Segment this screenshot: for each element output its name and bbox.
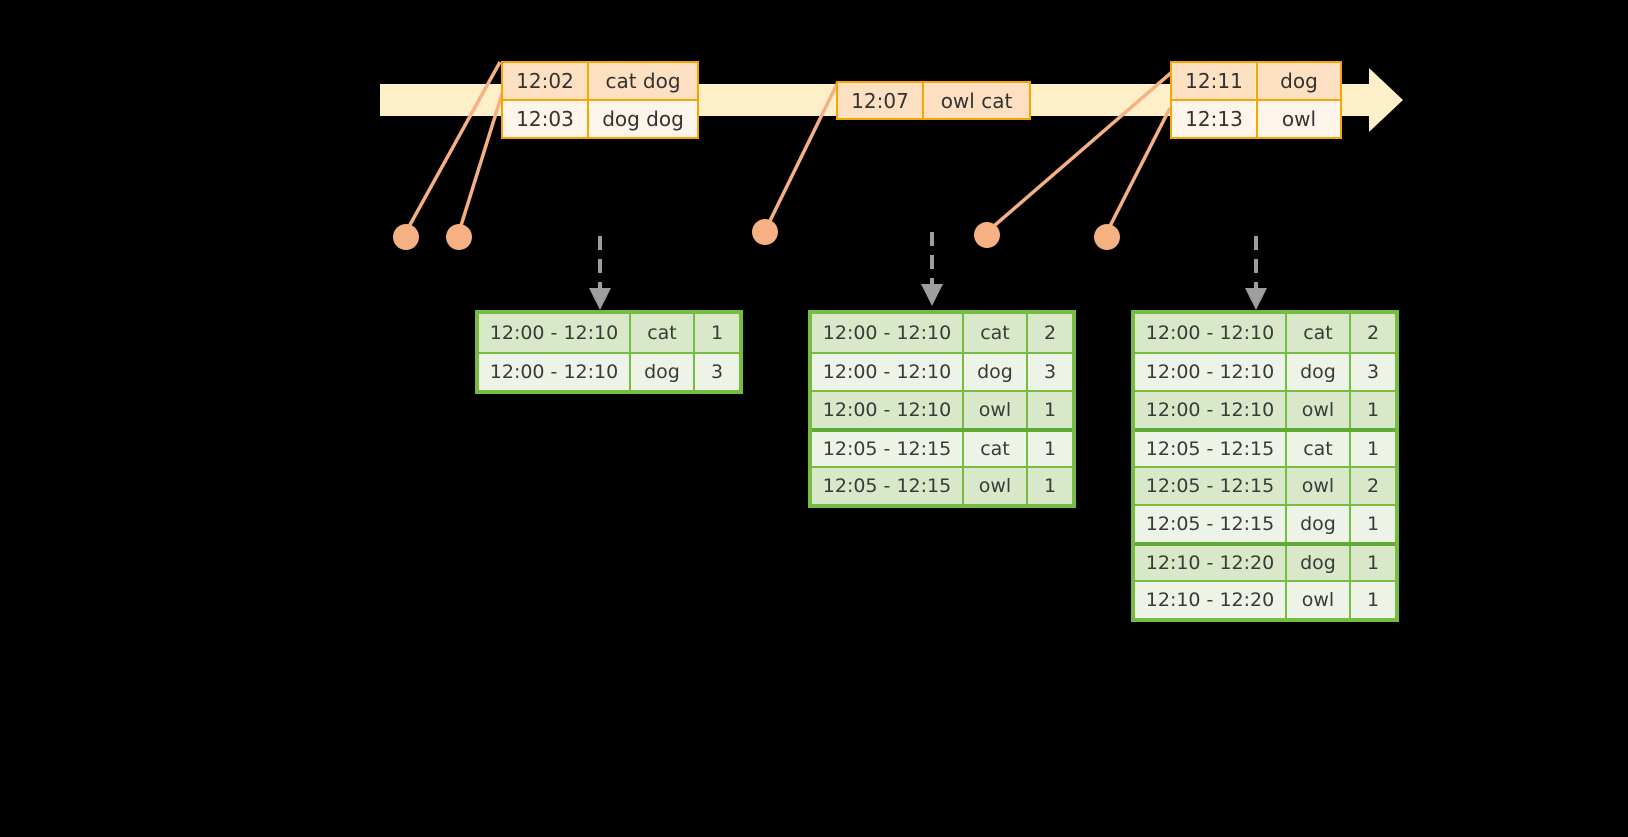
event-marker-5[interactable] xyxy=(1094,224,1120,250)
cell-word: dog xyxy=(1287,506,1351,542)
event-row[interactable]: 12:07 owl cat xyxy=(838,83,1029,118)
cell-window: 12:00 - 12:10 xyxy=(812,354,964,390)
cell-word: dog xyxy=(1287,354,1351,390)
cell-word: owl xyxy=(1287,582,1351,618)
cell-count: 1 xyxy=(1028,392,1072,428)
cell-count: 1 xyxy=(1351,506,1395,542)
cell-window: 12:00 - 12:10 xyxy=(1135,392,1287,428)
event-row[interactable]: 12:11 dog xyxy=(1172,63,1340,99)
cell-window: 12:00 - 12:10 xyxy=(1135,314,1287,352)
timeline-arrow-head xyxy=(1369,68,1403,132)
cell-word: owl xyxy=(964,468,1028,504)
cell-word: dog xyxy=(631,354,695,390)
event-marker-4[interactable] xyxy=(974,222,1000,248)
event-value: cat dog xyxy=(605,69,681,93)
event-row[interactable]: 12:13 owl xyxy=(1172,99,1340,137)
cell-count: 1 xyxy=(1351,392,1395,428)
event-value: owl cat xyxy=(940,88,1013,113)
connector-line-5 xyxy=(1105,107,1172,233)
cell-window: 12:00 - 12:10 xyxy=(479,314,631,352)
cell-count: 1 xyxy=(1351,432,1395,466)
event-row[interactable]: 12:03 dog dog xyxy=(503,99,697,137)
cell-word: owl xyxy=(1287,468,1351,504)
event-marker-2[interactable] xyxy=(446,224,472,250)
cell-count: 1 xyxy=(1351,582,1395,618)
cell-count: 2 xyxy=(1351,468,1395,504)
event-time: 12:03 xyxy=(503,101,589,137)
cell-count: 3 xyxy=(695,354,739,390)
cell-word: dog xyxy=(964,354,1028,390)
cell-window: 12:00 - 12:10 xyxy=(479,354,631,390)
cell-window: 12:05 - 12:15 xyxy=(1135,432,1287,466)
event-marker-1[interactable] xyxy=(393,224,419,250)
event-group-3[interactable]: 12:11 dog 12:13 owl xyxy=(1170,61,1342,139)
event-value: dog dog xyxy=(602,107,684,131)
cell-window: 12:00 - 12:10 xyxy=(812,392,964,428)
cell-word: owl xyxy=(964,392,1028,428)
cell-count: 3 xyxy=(1351,354,1395,390)
event-time: 12:07 xyxy=(838,83,924,118)
cell-count: 1 xyxy=(1351,546,1395,580)
cell-word: owl xyxy=(1287,392,1351,428)
cell-window: 12:05 - 12:15 xyxy=(1135,506,1287,542)
cell-word: cat xyxy=(1287,432,1351,466)
event-time: 12:13 xyxy=(1172,101,1258,137)
down-arrow-3 xyxy=(1245,236,1267,310)
cell-window: 12:10 - 12:20 xyxy=(1135,546,1287,580)
event-value: dog xyxy=(1280,69,1318,93)
down-arrow-2 xyxy=(921,232,943,306)
cell-count: 1 xyxy=(1028,468,1072,504)
event-marker-3[interactable] xyxy=(752,219,778,245)
cell-count: 1 xyxy=(695,314,739,352)
cell-count: 3 xyxy=(1028,354,1072,390)
down-arrow-1 xyxy=(589,236,611,310)
cell-word: dog xyxy=(1287,546,1351,580)
cell-window: 12:00 - 12:10 xyxy=(1135,354,1287,390)
cell-count: 1 xyxy=(1028,432,1072,466)
event-value: owl xyxy=(1281,107,1317,131)
cell-word: cat xyxy=(631,314,695,352)
cell-count: 2 xyxy=(1351,314,1395,352)
event-group-1[interactable]: 12:02 cat dog 12:03 dog dog xyxy=(501,61,699,139)
cell-word: cat xyxy=(1287,314,1351,352)
cell-window: 12:00 - 12:10 xyxy=(812,314,964,352)
event-group-2[interactable]: 12:07 owl cat xyxy=(836,81,1031,120)
cell-window: 12:10 - 12:20 xyxy=(1135,582,1287,618)
event-time: 12:11 xyxy=(1172,63,1258,99)
event-row[interactable]: 12:02 cat dog xyxy=(503,63,697,99)
event-time: 12:02 xyxy=(503,63,589,99)
cell-window: 12:05 - 12:15 xyxy=(812,432,964,466)
cell-word: cat xyxy=(964,314,1028,352)
cell-window: 12:05 - 12:15 xyxy=(1135,468,1287,504)
cell-word: cat xyxy=(964,432,1028,466)
cell-count: 2 xyxy=(1028,314,1072,352)
cell-window: 12:05 - 12:15 xyxy=(812,468,964,504)
